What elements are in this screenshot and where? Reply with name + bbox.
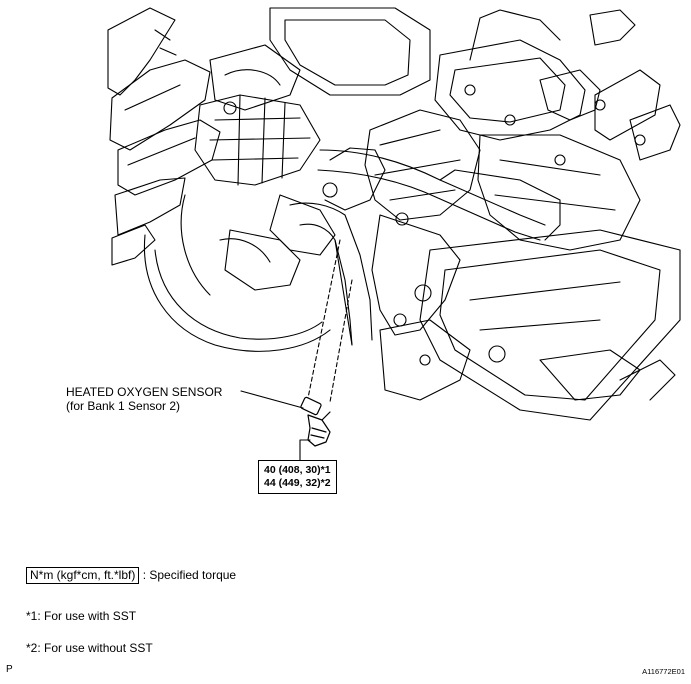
exhaust-pipe xyxy=(289,149,561,346)
torque-legend: N*m (kgf*cm, ft.*lbf) : Specified torque xyxy=(26,567,236,584)
sensor-label-line-2: (for Bank 1 Sensor 2) xyxy=(66,399,181,413)
torque-spec-box: 40 (408, 30)*1 44 (449, 32)*2 xyxy=(258,460,337,494)
figure-code: A116772E01 xyxy=(642,667,685,676)
installation-guide-lines xyxy=(307,239,353,403)
rear-tire xyxy=(143,194,331,352)
note-with-sst: *1: For use with SST xyxy=(26,609,137,623)
torque-legend-text: : Specified torque xyxy=(139,568,237,582)
corner-letter: P xyxy=(6,664,13,675)
floor-panel xyxy=(379,229,681,421)
note-without-sst: *2: For use without SST xyxy=(26,641,153,655)
torque-unit-box: N*m (kgf*cm, ft.*lbf) xyxy=(26,567,140,584)
torque-spec-with-sst: 40 (408, 30)*1 xyxy=(264,464,331,476)
engine-and-transmission xyxy=(194,7,431,211)
rear-crossmember xyxy=(219,109,481,336)
sensor-label-line-1: HEATED OXYGEN SENSOR xyxy=(66,385,223,399)
torque-leader-line xyxy=(299,439,311,461)
left-frame-rail xyxy=(107,7,221,266)
oxygen-sensor-icon xyxy=(300,396,331,447)
sensor-callout: HEATED OXYGEN SENSOR (for Bank 1 Sensor … xyxy=(66,385,222,413)
sensor-leader-line xyxy=(240,390,304,409)
torque-spec-without-sst: 44 (449, 32)*2 xyxy=(264,477,331,489)
right-frame-structure xyxy=(434,9,681,251)
